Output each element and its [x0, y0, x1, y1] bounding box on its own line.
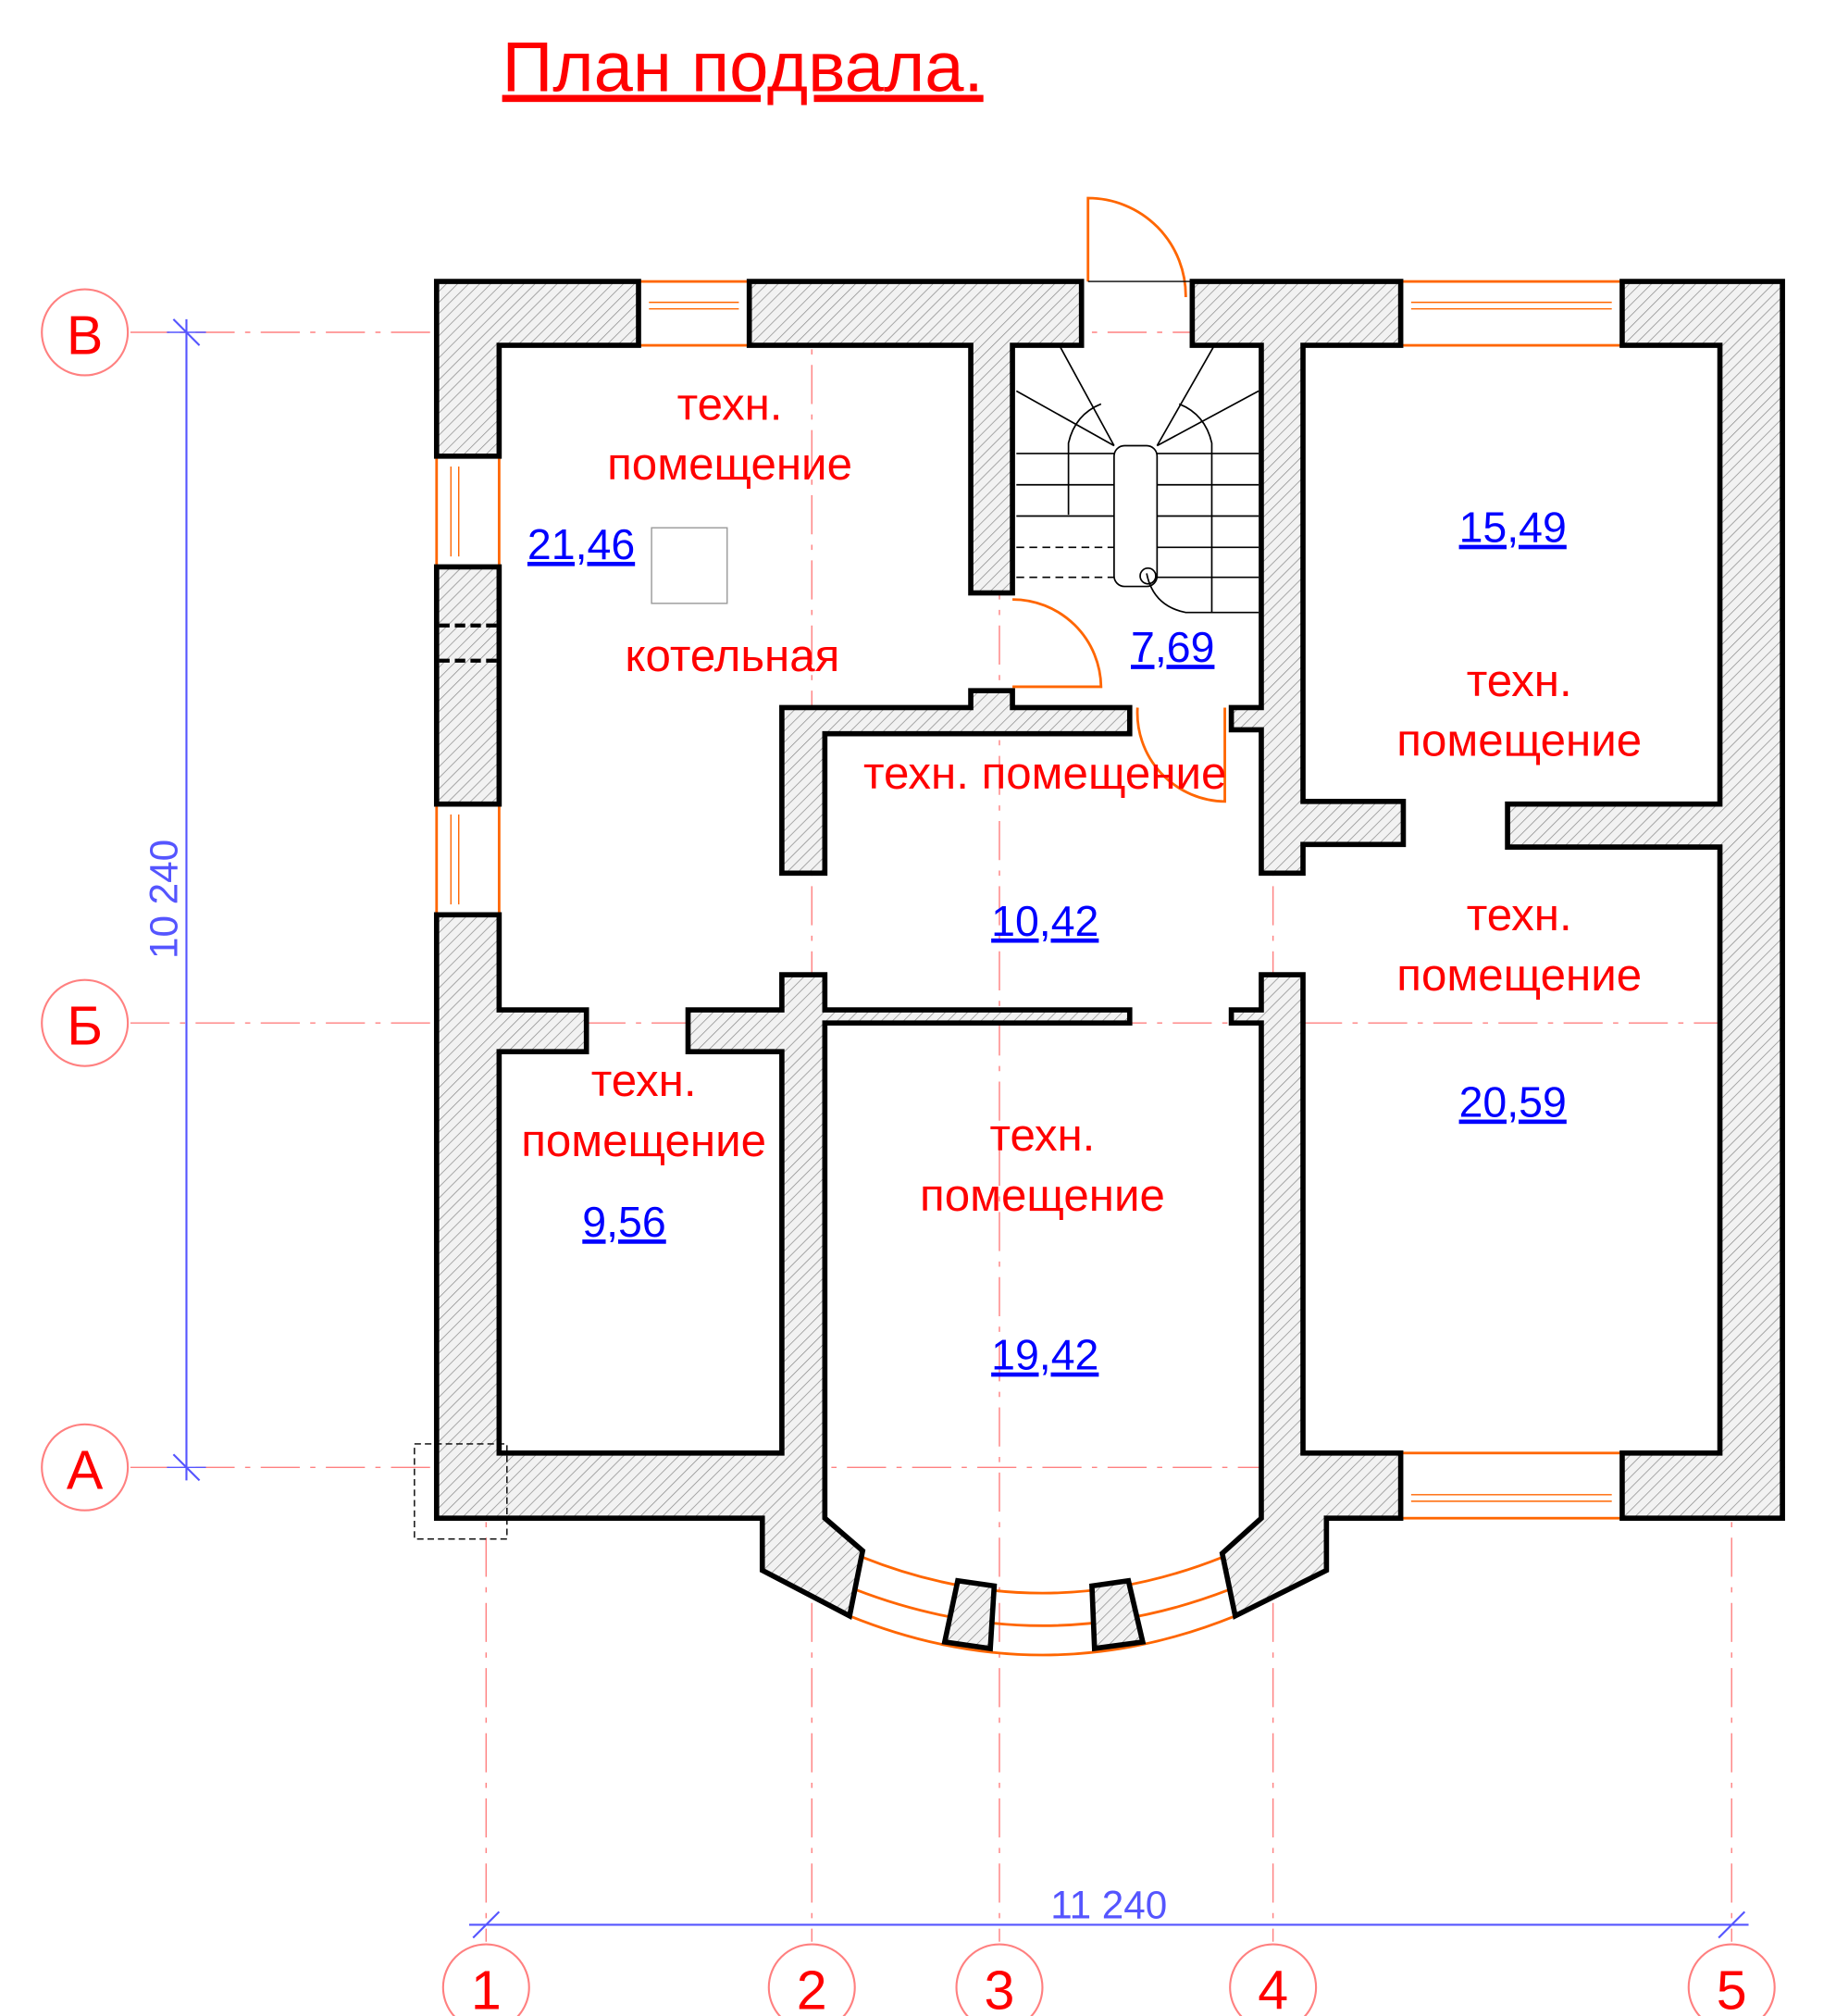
room-stair-hall: 7,69	[1131, 623, 1214, 671]
svg-text:техн.: техн.	[990, 1110, 1096, 1161]
svg-text:техн.: техн.	[1467, 655, 1572, 706]
svg-text:помещение: помещение	[521, 1115, 766, 1166]
dimension-horizontal: 11 240	[468, 1883, 1749, 1939]
svg-text:21,46: 21,46	[527, 520, 635, 568]
axis-col-1: 1	[441, 1943, 530, 2016]
axis-col-4: 4	[1229, 1943, 1318, 2016]
walls	[414, 279, 1785, 1652]
axis-col-2: 2	[767, 1943, 856, 2016]
svg-text:В: В	[67, 304, 103, 366]
doors	[1012, 196, 1226, 803]
svg-text:техн.: техн.	[677, 379, 783, 429]
svg-text:4: 4	[1258, 1959, 1288, 2016]
svg-text:7,69: 7,69	[1131, 623, 1214, 671]
svg-text:19,42: 19,42	[991, 1331, 1098, 1379]
svg-text:помещение: помещение	[607, 439, 852, 490]
svg-text:5: 5	[1717, 1959, 1747, 2016]
svg-text:10,42: 10,42	[991, 897, 1098, 945]
svg-text:котельная: котельная	[625, 630, 839, 681]
axis-col-5: 5	[1687, 1943, 1776, 2016]
svg-text:помещение: помещение	[920, 1170, 1165, 1221]
room-tech-top-right: 15,49 техн. помещение	[1396, 504, 1642, 766]
svg-text:помещение: помещение	[1396, 950, 1642, 1001]
room-tech-left: техн. помещение 9,56	[521, 1055, 766, 1246]
svg-text:техн. помещение: техн. помещение	[863, 748, 1226, 799]
svg-text:техн.: техн.	[591, 1055, 697, 1106]
axis-row-a: А	[41, 1423, 130, 1512]
room-tech-center: техн. помещение 19,42	[920, 1110, 1165, 1379]
axis-row-b: Б	[41, 978, 130, 1067]
svg-text:помещение: помещение	[1396, 716, 1642, 766]
svg-text:10 240: 10 240	[143, 840, 186, 959]
dimension-vertical: 10 240	[143, 318, 206, 1482]
axis-col-3: 3	[955, 1943, 1044, 2016]
staircase	[1015, 344, 1259, 614]
plan-title: План подвала.	[502, 29, 984, 107]
svg-text:А: А	[67, 1439, 104, 1501]
room-corridor: техн. помещение 10,42	[863, 748, 1226, 945]
room-boiler: техн. помещение 21,46 котельная	[527, 379, 852, 681]
svg-text:11 240: 11 240	[1050, 1883, 1167, 1926]
svg-text:15,49: 15,49	[1459, 504, 1567, 552]
svg-text:2: 2	[797, 1959, 827, 2016]
axis-row-v: В	[41, 288, 130, 377]
room-tech-right: техн. помещение 20,59	[1396, 890, 1642, 1126]
svg-text:техн.: техн.	[1467, 890, 1572, 940]
svg-text:20,59: 20,59	[1459, 1078, 1567, 1126]
svg-text:1: 1	[471, 1959, 502, 2016]
svg-text:Б: Б	[67, 995, 103, 1057]
svg-text:9,56: 9,56	[582, 1198, 665, 1246]
svg-text:3: 3	[985, 1959, 1015, 2016]
